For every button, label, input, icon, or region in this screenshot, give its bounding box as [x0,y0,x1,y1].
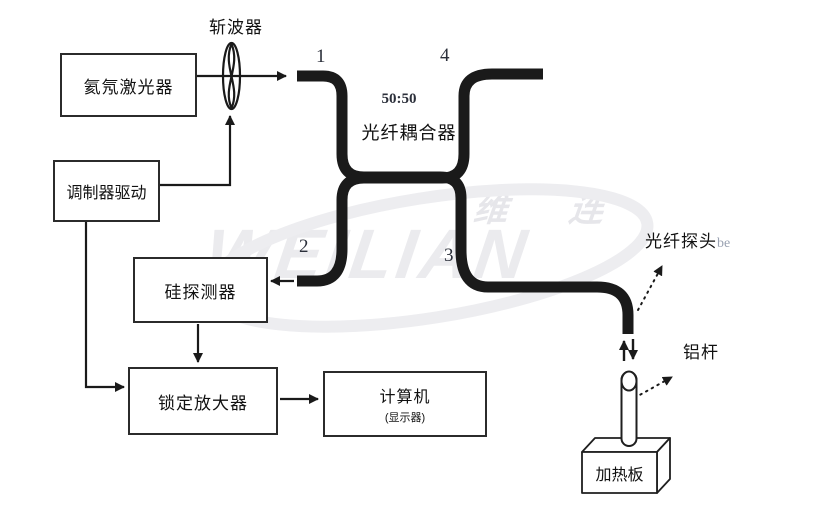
computer-sublabel: (显示器) [384,412,426,424]
fiber-probe-ghost-text: be [717,236,731,251]
modulator-to-chopper-arrow [160,115,235,187]
coupler-name-label: 光纤耦合器 [361,123,457,143]
port-3-label: 3 [444,245,454,266]
lockin-amplifier-box: 锁定放大器 [128,367,278,435]
lockin-amplifier-label: 锁定放大器 [158,393,248,413]
fiber-probe-text: 光纤探头 [645,232,717,251]
computer-box: 计算机 (显示器) [323,371,487,437]
laser-label: 氦氖激光器 [83,77,174,97]
fiber-probe-label: 光纤探头be [645,227,730,252]
port-1-label: 1 [316,46,326,67]
modulator-to-lockin-arrow [84,222,125,392]
modulator-driver-label: 调制器驱动 [66,185,147,202]
aluminum-rod-shape [620,370,638,447]
silicon-detector-box: 硅探测器 [133,257,268,323]
fiber-port4-to-port2 [297,68,543,287]
port-4-label: 4 [440,45,450,66]
aluminum-rod-label: 铝杆 [683,343,719,362]
computer-label: 计算机 [379,389,431,406]
heater-plate-shape [581,437,671,494]
fiber-port1-to-port3 [297,70,634,334]
fiber-probe-callout-arrow [637,265,663,311]
chopper-icon [221,41,242,111]
coupler-ratio-label: 50:50 [381,91,417,107]
heater-plate-label: 加热板 [595,467,644,484]
port-2-label: 2 [299,236,309,257]
silicon-detector-label: 硅探测器 [164,282,237,302]
laser-box: 氦氖激光器 [60,53,197,117]
chopper-label: 斩波器 [209,18,263,37]
modulator-driver-box: 调制器驱动 [53,160,160,222]
